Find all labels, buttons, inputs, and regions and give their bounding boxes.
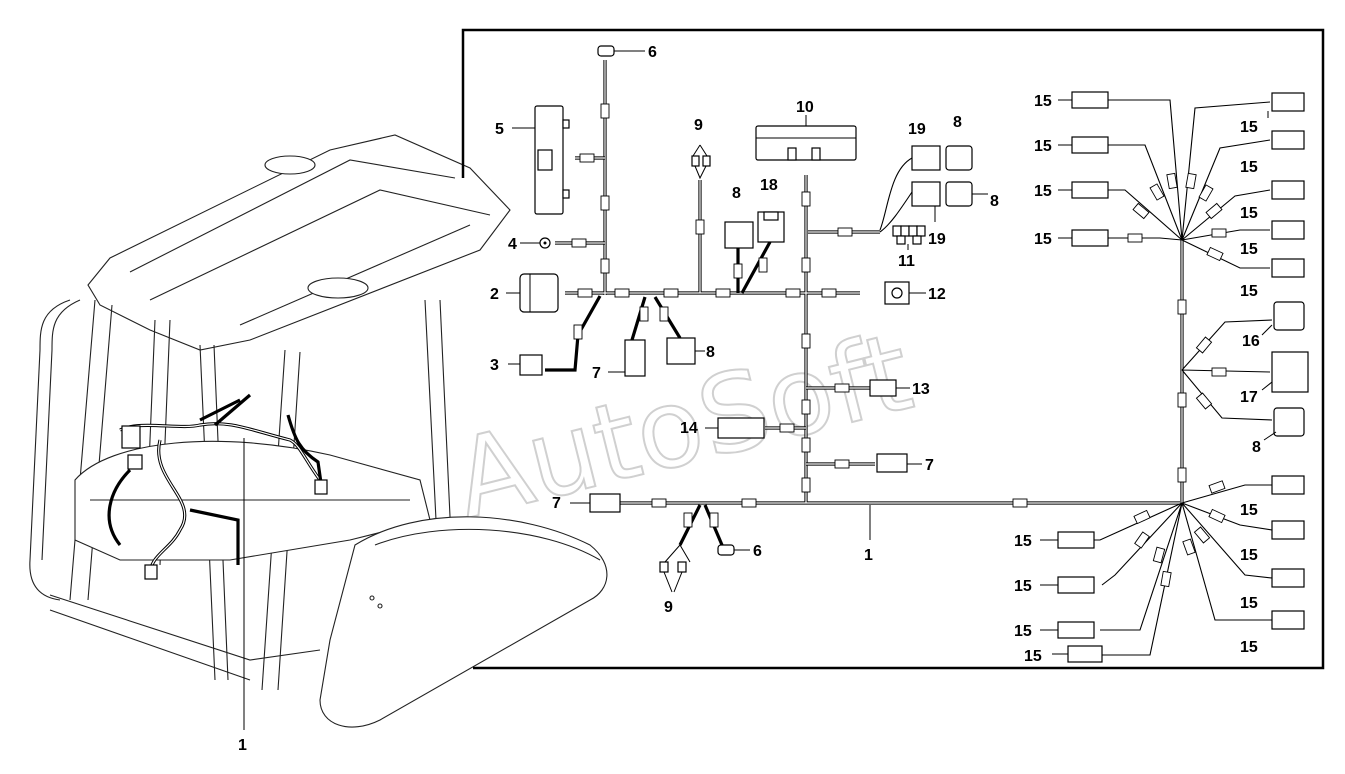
- callout-19-bottom: 19: [928, 231, 946, 248]
- callout-9-bottom: 9: [664, 599, 673, 616]
- cab-harness-branch-4: [286, 414, 324, 491]
- fender-bolt-2: [377, 603, 383, 609]
- callout-1-cab: 1: [238, 737, 247, 754]
- cab-post-front-left: [69, 299, 113, 601]
- callout-15-ul1: 15: [1034, 93, 1052, 110]
- callout-8-mid: 8: [706, 344, 715, 361]
- callout-15-lr4: 15: [1240, 639, 1258, 656]
- callout-6-top: 6: [648, 44, 657, 61]
- grab-bar-left: [29, 299, 71, 601]
- cab-harness-branch-3: [189, 508, 240, 565]
- callout-12: 12: [928, 286, 946, 303]
- cab-connector-1: [121, 425, 141, 449]
- connector-13: [869, 379, 910, 397]
- harness-sleeves: [571, 103, 1187, 508]
- callout-18: 18: [760, 177, 778, 194]
- connector-7-left: [608, 296, 649, 377]
- cab-harness-branch-2: [199, 393, 252, 427]
- connectors-16-17-8: [1181, 301, 1309, 441]
- callout-16: 16: [1242, 333, 1260, 350]
- callout-15-ll3: 15: [1014, 623, 1032, 640]
- rear-fender: [319, 516, 608, 728]
- callout-11: 11: [898, 253, 915, 270]
- connector-4-ring: [520, 237, 551, 249]
- callout-7-mid: 7: [592, 365, 601, 382]
- callout-13: 13: [912, 381, 930, 398]
- cab-illustration: 1: [29, 134, 608, 754]
- callout-2: 2: [490, 286, 499, 303]
- callout-15-ur5: 15: [1240, 283, 1258, 300]
- connector-12: [884, 281, 926, 305]
- callout-9-top: 9: [694, 117, 703, 134]
- cab-connector-4: [314, 479, 328, 495]
- callout-10: 10: [796, 99, 814, 116]
- callout-15-ur2: 15: [1240, 159, 1258, 176]
- callout-8-right: 8: [990, 193, 999, 210]
- cab-connector-2: [127, 454, 143, 470]
- connector-18: [740, 211, 785, 294]
- fender-rim: [374, 528, 601, 561]
- connector-9-top: [691, 144, 711, 180]
- callout-7-bottom: 7: [552, 495, 561, 512]
- callout-15-ll2: 15: [1014, 578, 1032, 595]
- connectors-19-8: [879, 145, 988, 233]
- connector-9-bottom: [659, 504, 702, 593]
- grab-bar-left-inner: [41, 299, 81, 561]
- cab-harness-branch-1: [107, 468, 132, 546]
- callout-15-ul4: 15: [1034, 231, 1052, 248]
- callout-15-ur1: 15: [1240, 119, 1258, 136]
- callout-19-top: 19: [908, 121, 926, 138]
- fan-upper: [1058, 91, 1305, 278]
- callout-15-ll4: 15: [1024, 648, 1042, 665]
- callout-15-ul3: 15: [1034, 183, 1052, 200]
- callout-14: 14: [680, 420, 698, 437]
- connector-6-top: [597, 45, 645, 57]
- cab-post-rear: [424, 299, 453, 561]
- cab-harness-main-inner: [119, 423, 321, 481]
- callout-15-lr2: 15: [1240, 547, 1258, 564]
- roof-rib-3: [239, 224, 471, 326]
- connector-8-relay: [724, 221, 754, 293]
- callout-15-lr3: 15: [1240, 595, 1258, 612]
- connector-8-mid: [653, 296, 705, 365]
- connector-6-bottom: [703, 504, 750, 556]
- detail-frame: [461, 28, 1325, 670]
- callout-17: 17: [1240, 389, 1258, 406]
- cab-harness-drop-inner: [149, 439, 186, 576]
- connector-7-bottom: [570, 493, 621, 513]
- floor-frame: [49, 594, 321, 681]
- connector-2-round: [506, 273, 559, 313]
- connector-3: [508, 295, 602, 376]
- fender-bolt-1: [369, 595, 375, 601]
- callout-7-right: 7: [925, 457, 934, 474]
- harness-detail: 6 5 4 2 3: [490, 44, 1309, 665]
- cab-connector-3: [144, 564, 158, 580]
- roof-beacon-front: [264, 155, 316, 175]
- roof-beacon-rear: [307, 277, 369, 299]
- callout-8-lower: 8: [1252, 439, 1261, 456]
- callout-15-lr1: 15: [1240, 502, 1258, 519]
- callout-15-ur4: 15: [1240, 241, 1258, 258]
- connector-11-fuses: [892, 225, 926, 250]
- callout-6-bottom: 6: [753, 543, 762, 560]
- callout-15-ll1: 15: [1014, 533, 1032, 550]
- callout-3: 3: [490, 357, 499, 374]
- callout-8-relay: 8: [732, 185, 741, 202]
- callout-8-top: 8: [953, 114, 962, 131]
- callout-1-detail: 1: [864, 547, 873, 564]
- callout-4: 4: [508, 236, 517, 253]
- callout-15-ul2: 15: [1034, 138, 1052, 155]
- connector-14: [705, 417, 765, 439]
- roof-rib-2: [149, 189, 491, 301]
- connector-10-block: [755, 115, 857, 161]
- connector-7-right: [876, 453, 922, 473]
- roof-rib-1: [129, 159, 456, 273]
- fan-lower: [1040, 475, 1305, 663]
- callout-5: 5: [495, 121, 504, 138]
- callout-15-ur3: 15: [1240, 205, 1258, 222]
- connector-5-module: [512, 105, 570, 215]
